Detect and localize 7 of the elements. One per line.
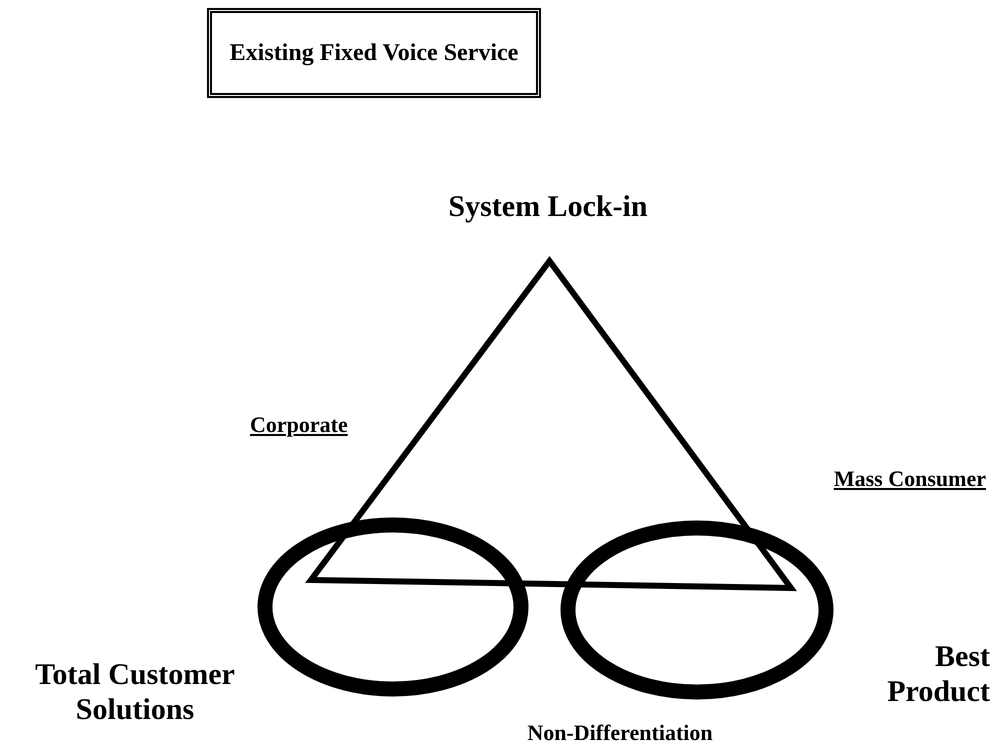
title-box: Existing Fixed Voice Service <box>207 8 541 98</box>
vertex-label: Mass Consumer <box>832 466 986 492</box>
vertex-label: Total Customer Solutions <box>34 658 236 727</box>
vertex-label: Best Product <box>886 640 990 709</box>
vertex-label: Corporate <box>250 412 349 438</box>
vertex-label: Non-Differentiation <box>526 720 714 746</box>
vertex-label: System Lock-in <box>447 190 649 224</box>
